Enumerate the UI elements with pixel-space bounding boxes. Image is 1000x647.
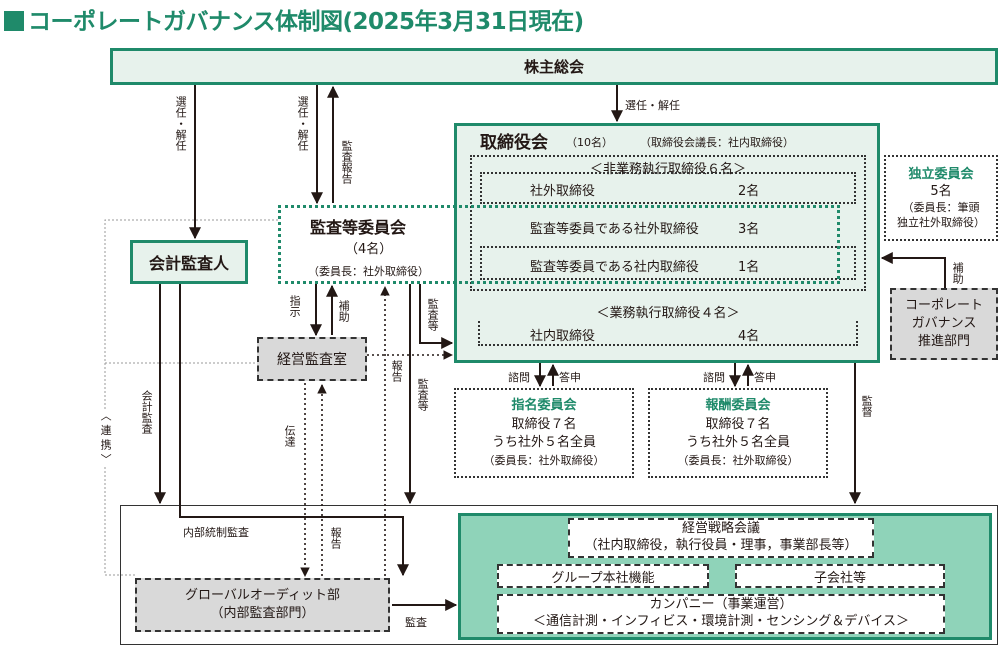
board-row-1-label: 社外取締役 xyxy=(530,184,596,199)
title-square-icon xyxy=(4,11,24,31)
cooperation-line-bottom xyxy=(104,363,135,576)
label-consult-2: 諮問 xyxy=(703,371,725,384)
compensation-committee-box: 報酬委員会 取締役７名 うち社外５名全員 （委員長：社外取締役） xyxy=(648,388,828,478)
audit-committee-box xyxy=(278,205,840,284)
subsidiaries-box: 子会社等 xyxy=(735,564,945,588)
label-elect-3: 選任・解任 xyxy=(625,99,680,112)
board-chair: （取締役会議長：社内取締役） xyxy=(640,136,794,149)
label-answer-2: 答申 xyxy=(754,371,776,384)
board-row-3-count: 1名 xyxy=(738,260,760,275)
arrow-audit-etc-board xyxy=(419,284,454,349)
label-supervise: 監督 xyxy=(860,395,874,417)
label-elect-1: 選任・解任 xyxy=(174,96,188,151)
shareholders-box: 株主総会 xyxy=(110,48,998,85)
label-internal-control: 内部統制監査 xyxy=(183,526,249,539)
strategy-meeting-box: 経営戦略会議 （社内取締役，執行役員・理事，事業部長等） xyxy=(568,518,874,558)
board-row-4-label: 社内取締役 xyxy=(530,329,596,344)
board-box xyxy=(454,123,880,363)
cg-promotion-box: コーポレート ガバナンス 推進部門 xyxy=(890,288,998,360)
label-report-1: 報告 xyxy=(390,360,404,382)
page-title: コーポレートガバナンス体制図(2025年3月31日現在) xyxy=(4,2,584,36)
board-row-1 xyxy=(480,172,856,204)
board-row-2-label: 監査等委員である社外取締役 xyxy=(530,222,699,237)
board-row-2-count: 3名 xyxy=(738,222,760,237)
independent-committee-box: 独立委員会 5名 （委員長：筆頭 独立社外取締役） xyxy=(884,155,998,241)
label-report-2: 報告 xyxy=(329,527,343,549)
audit-committee-count: （4名） xyxy=(345,242,393,257)
execution-area xyxy=(120,505,998,645)
label-audit-etc-1: 監査等 xyxy=(426,298,440,331)
non-exec-group xyxy=(470,155,866,291)
label-assist-2: 補助 xyxy=(951,262,965,284)
label-instruct: 指示 xyxy=(288,295,302,317)
audit-committee-chair: （委員長：社外取締役） xyxy=(308,265,429,278)
accounting-auditor-box: 会計監査人 xyxy=(130,240,248,284)
label-assist-1: 補助 xyxy=(337,300,351,322)
board-title: 取締役会 xyxy=(480,133,548,153)
board-count: （10名） xyxy=(566,136,613,149)
label-consult-1: 諮問 xyxy=(508,371,530,384)
board-row-4-count: 4名 xyxy=(738,329,760,344)
exec-header: ＜業務執行取締役４名＞ xyxy=(478,302,858,321)
mgmt-audit-office-box: 経営監査室 xyxy=(257,337,367,381)
label-elect-2: 選任・解任 xyxy=(296,96,310,151)
global-audit-box: グローバルオーディット部 （内部監査部門） xyxy=(135,578,390,632)
label-accounting-audit: 会計監査 xyxy=(140,390,154,434)
board-row-3 xyxy=(480,246,856,280)
cooperation-line xyxy=(104,219,278,364)
arrow-cg-assist xyxy=(880,252,946,288)
label-transmit: 伝達 xyxy=(283,425,297,447)
label-audit-etc-2: 監査等 xyxy=(416,378,430,411)
label-cooperation: 〈 連 携 〉 xyxy=(99,410,113,465)
company-box: カンパニー（事業運営） ＜通信計測・インフィビス・環境計測・センシング＆デバイス… xyxy=(497,594,945,634)
board-row-3-label: 監査等委員である社内取締役 xyxy=(530,260,699,275)
group-hq-box: グループ本社機能 xyxy=(497,564,709,588)
nomination-committee-box: 指名委員会 取締役７名 うち社外５名全員 （委員長：社外取締役） xyxy=(454,388,634,478)
label-audit: 監査 xyxy=(405,616,427,629)
label-answer-1: 答申 xyxy=(559,371,581,384)
arrow-internal-control xyxy=(179,284,409,577)
board-row-1-count: 2名 xyxy=(738,184,760,199)
label-audit-report: 監査報告 xyxy=(340,140,354,184)
audit-committee-title: 監査等委員会 xyxy=(310,218,407,237)
